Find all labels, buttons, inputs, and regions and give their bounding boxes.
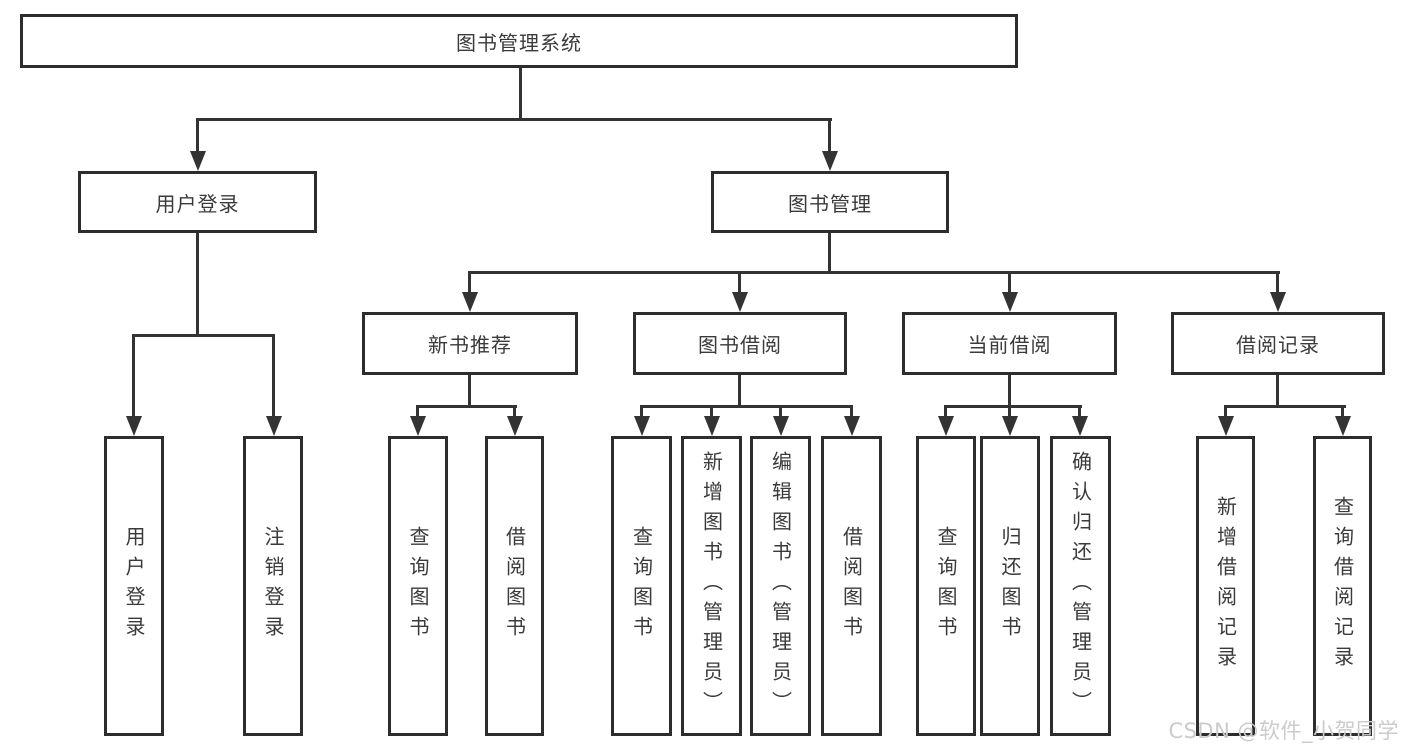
arrowhead-icon <box>1218 416 1234 436</box>
arrowhead-icon <box>1335 416 1351 436</box>
connector-line <box>468 271 471 294</box>
node-borrow-books-2: 借阅图书 <box>821 436 882 736</box>
node-label: 图书借阅 <box>698 333 782 357</box>
arrowhead-icon <box>1002 416 1018 436</box>
connector-line <box>640 405 643 418</box>
arrowhead-icon <box>773 416 789 436</box>
connector-line <box>828 231 831 274</box>
node-label: 图书管理系统 <box>456 30 582 55</box>
node-label: 查询图书 <box>406 526 430 646</box>
arrowhead-icon <box>732 292 748 312</box>
connector-line <box>944 405 1082 408</box>
connector-line <box>710 405 713 418</box>
connector-line <box>1341 405 1344 418</box>
arrowhead-icon <box>126 416 142 436</box>
connector-line <box>1008 405 1011 418</box>
node-user-login: 用户登录 <box>78 171 317 233</box>
node-label: 借阅图书 <box>839 526 864 646</box>
connector-line <box>519 67 522 120</box>
node-query-books-2: 查询图书 <box>611 436 672 736</box>
connector-line <box>640 405 853 408</box>
node-confirm-return-admin: 确认归还（管理员） <box>1050 436 1111 736</box>
arrowhead-icon <box>1270 292 1286 312</box>
node-book-management: 图书管理 <box>711 171 949 233</box>
node-label: 编辑图书（管理员） <box>768 451 793 721</box>
connector-line <box>132 334 135 418</box>
node-label: 确认归还（管理员） <box>1068 451 1093 721</box>
connector-line <box>196 231 199 335</box>
arrowhead-icon <box>844 416 860 436</box>
arrowhead-icon <box>410 416 426 436</box>
arrowhead-icon <box>1072 416 1088 436</box>
connector-line <box>196 118 199 153</box>
node-query-borrow-record: 查询借阅记录 <box>1313 436 1372 736</box>
connector-line <box>828 118 831 153</box>
node-label: 用户登录 <box>122 526 146 646</box>
connector-line <box>1078 405 1081 418</box>
connector-line <box>1224 405 1227 418</box>
node-label: 查询图书 <box>934 526 958 646</box>
node-query-books-3: 查询图书 <box>916 436 976 736</box>
node-label: 查询借阅记录 <box>1330 496 1355 676</box>
arrowhead-icon <box>507 416 523 436</box>
connector-line <box>779 405 782 418</box>
connector-line <box>468 271 1280 274</box>
node-label: 新增借阅记录 <box>1213 496 1238 676</box>
connector-line <box>1008 373 1011 408</box>
node-borrow-books-1: 借阅图书 <box>485 436 544 736</box>
node-label: 新增图书（管理员） <box>699 451 724 721</box>
arrowhead-icon <box>822 151 838 171</box>
node-label: 借阅记录 <box>1236 333 1320 357</box>
connector-line <box>944 405 947 418</box>
node-add-book-admin: 新增图书（管理员） <box>681 436 742 736</box>
connector-line <box>132 334 275 337</box>
connector-line <box>416 405 517 408</box>
connector-line <box>416 405 419 418</box>
arrowhead-icon <box>704 416 720 436</box>
arrowhead-icon <box>266 416 282 436</box>
node-new-book-recommend: 新书推荐 <box>362 312 578 375</box>
connector-line <box>196 118 832 121</box>
arrowhead-icon <box>462 292 478 312</box>
connector-line <box>272 334 275 418</box>
node-label: 归还图书 <box>998 526 1022 646</box>
arrowhead-icon <box>1002 292 1018 312</box>
node-label: 新书推荐 <box>428 333 512 357</box>
node-add-borrow-record: 新增借阅记录 <box>1196 436 1255 736</box>
node-return-book: 归还图书 <box>980 436 1040 736</box>
node-label: 查询图书 <box>629 526 654 646</box>
node-label: 用户登录 <box>155 191 240 216</box>
node-label: 借阅图书 <box>502 526 527 646</box>
arrowhead-icon <box>634 416 650 436</box>
node-edit-book-admin: 编辑图书（管理员） <box>750 436 811 736</box>
node-current-borrowing: 当前借阅 <box>902 312 1117 375</box>
node-user-login-leaf: 用户登录 <box>104 436 164 736</box>
connector-line <box>850 405 853 418</box>
connector-line <box>738 271 741 294</box>
node-label: 图书管理 <box>788 191 872 216</box>
connector-line <box>468 373 471 408</box>
connector-line <box>1276 373 1279 408</box>
csdn-watermark: CSDN @软件_小贺同学 <box>1168 719 1399 743</box>
connector-line <box>1224 405 1346 408</box>
node-logout: 注销登录 <box>243 436 303 736</box>
connector-line <box>1008 271 1011 294</box>
arrowhead-icon <box>190 151 206 171</box>
node-label: 当前借阅 <box>967 333 1052 357</box>
node-book-borrowing: 图书借阅 <box>633 312 847 375</box>
node-borrowing-records: 借阅记录 <box>1171 312 1385 375</box>
arrowhead-icon <box>938 416 954 436</box>
node-library-management-system: 图书管理系统 <box>20 14 1018 68</box>
node-label: 注销登录 <box>261 526 285 646</box>
connector-line <box>1276 271 1279 294</box>
node-query-books-1: 查询图书 <box>388 436 448 736</box>
connector-line <box>738 373 741 408</box>
connector-line <box>513 405 516 418</box>
